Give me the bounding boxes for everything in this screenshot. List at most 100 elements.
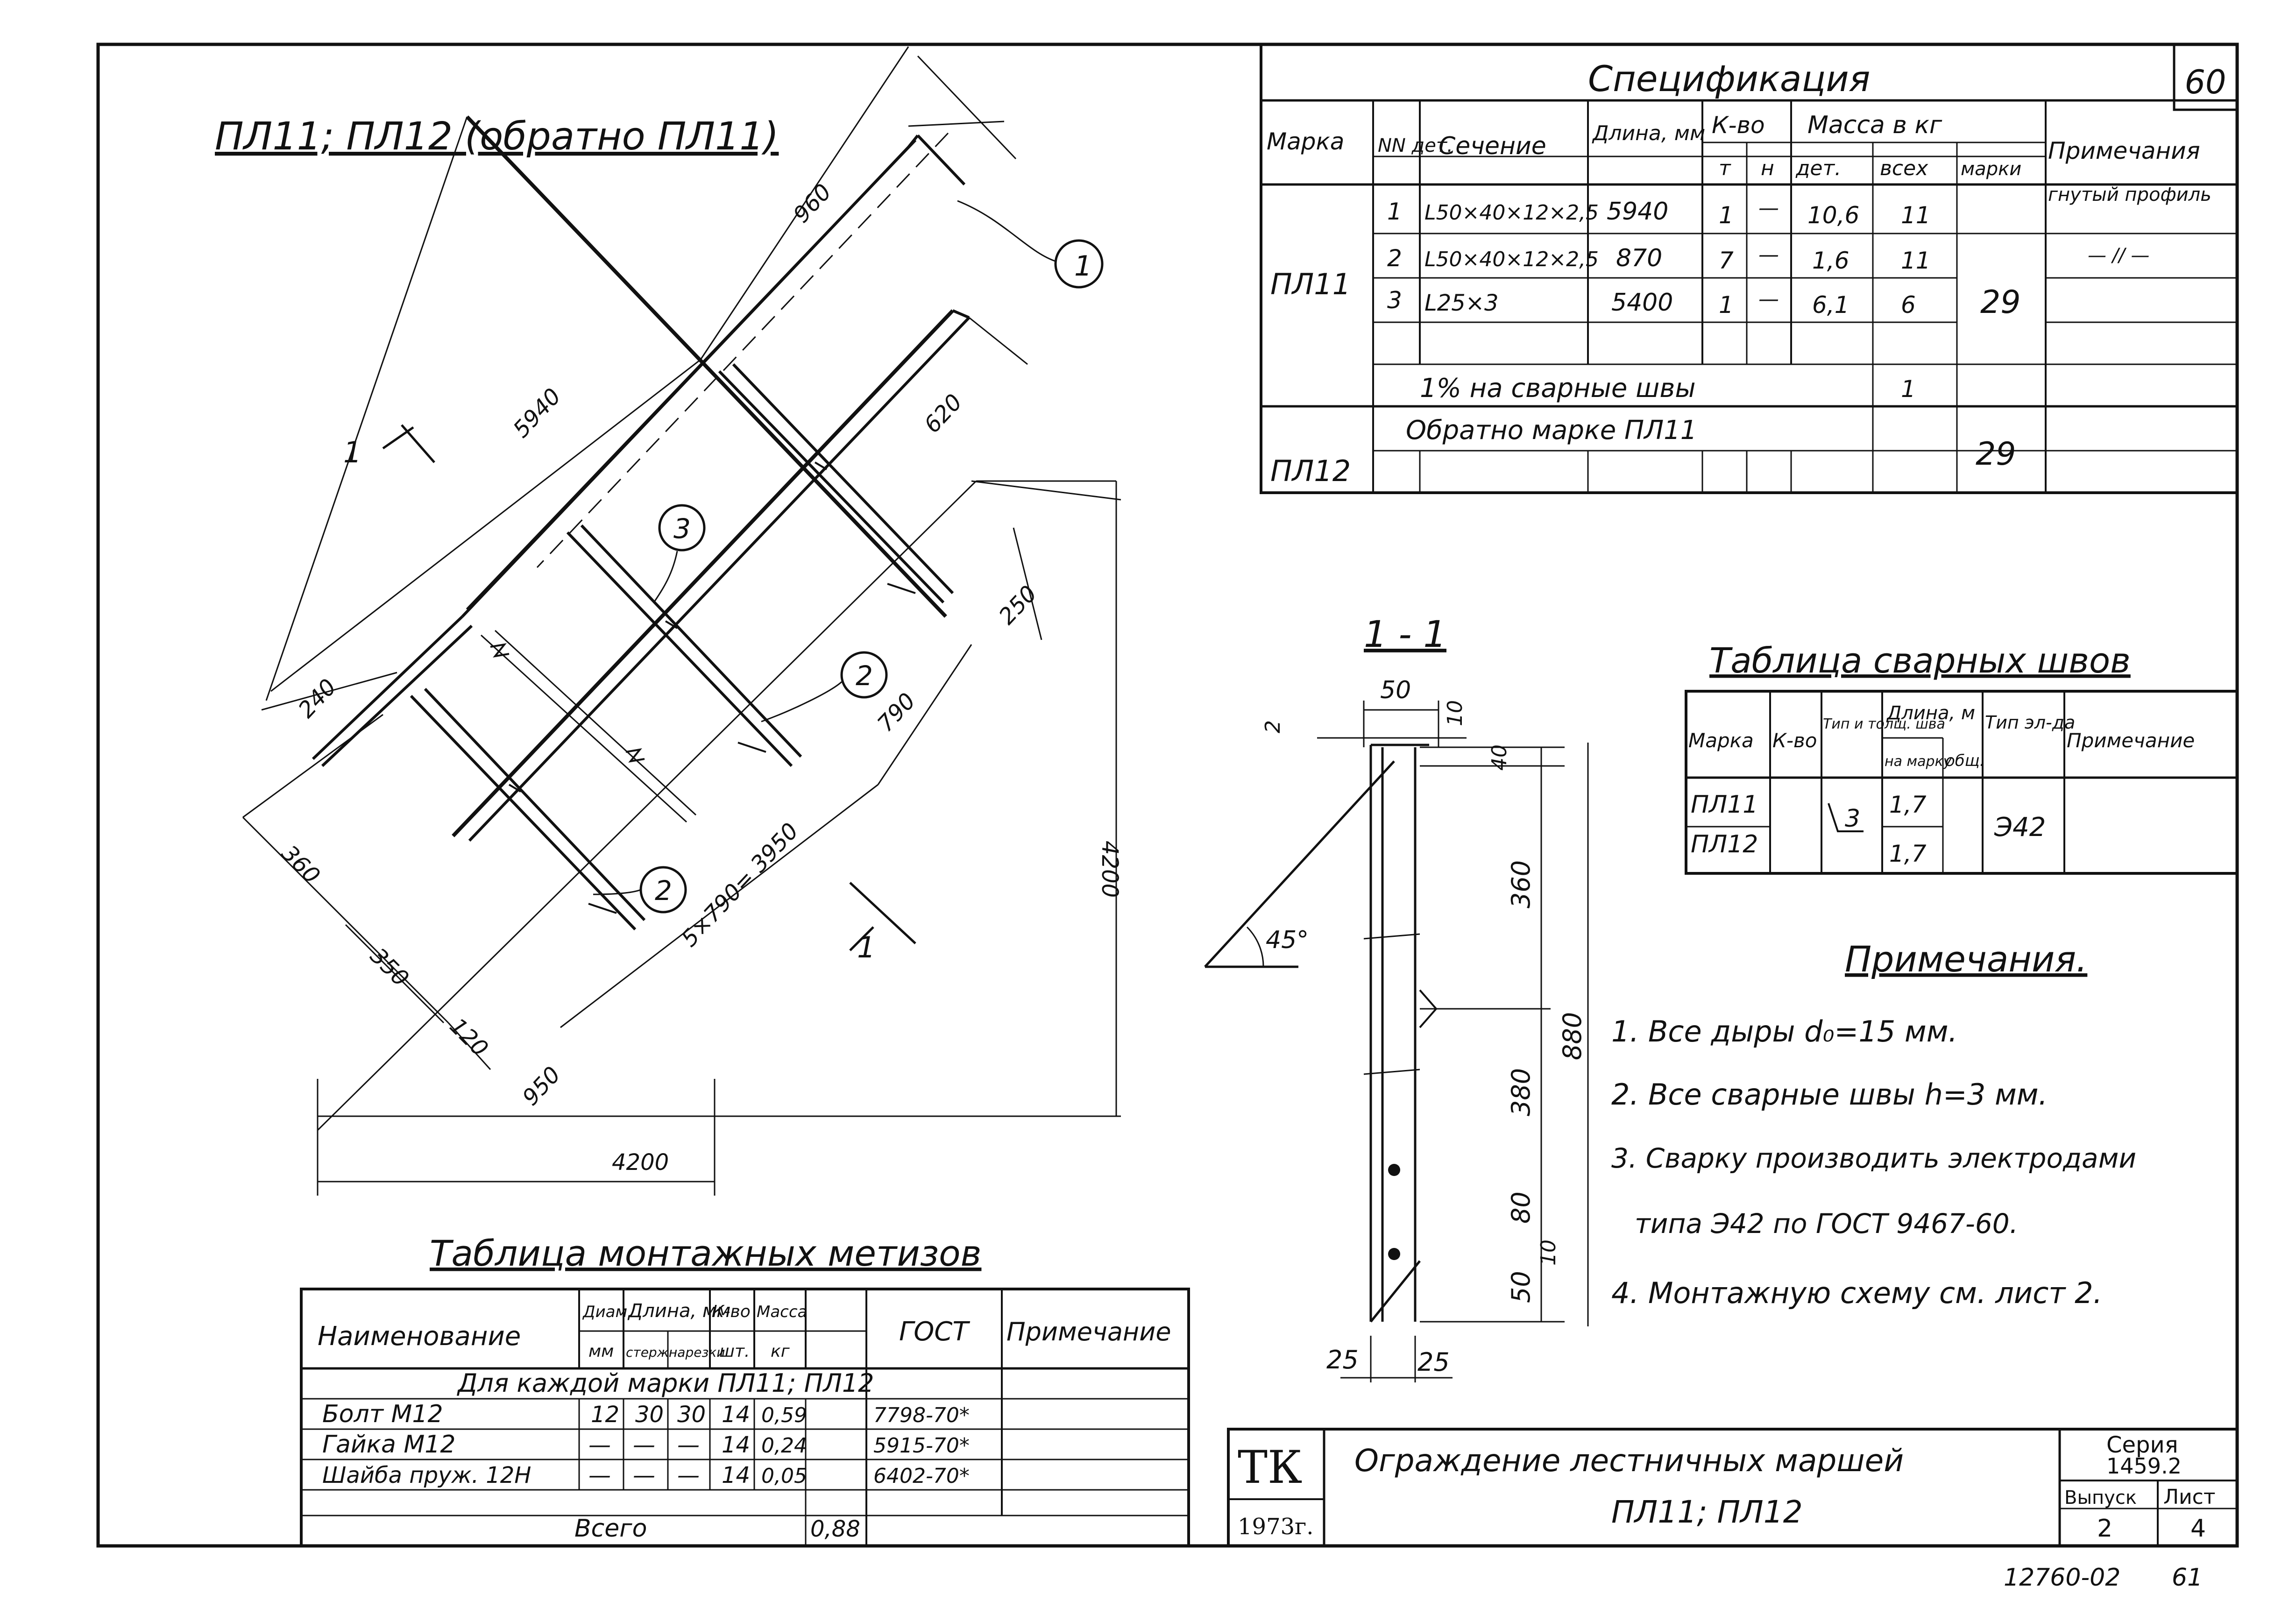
hw-h-name: Наименование xyxy=(318,1321,521,1352)
tb-series: 1459.2 xyxy=(2106,1453,2182,1479)
hw-r1-ln: 30 xyxy=(677,1402,706,1428)
weld-h-tipel: Тип эл-да xyxy=(1985,712,2075,733)
sec-dim-25a: 25 xyxy=(1326,1345,1359,1374)
spec-row3-sec: L25×3 xyxy=(1424,290,1499,316)
callout-2b-label: 2 xyxy=(655,875,672,907)
spec-row2-mall: 11 xyxy=(1901,247,1931,274)
weld-table-title: Таблица сварных швов xyxy=(1709,641,2131,681)
section-view-drawing xyxy=(1204,701,1589,1382)
dim-4200-vertical: 4200 xyxy=(1097,841,1123,898)
hw-r2-g: 5915-70* xyxy=(873,1434,970,1458)
tb-year: 1973г. xyxy=(1238,1514,1314,1540)
hole-2 xyxy=(1388,1248,1400,1260)
weld-h-dlina: Длина, м xyxy=(1886,702,1975,724)
hardware-table-title: Таблица монтажных метизов xyxy=(430,1233,981,1274)
sheet-number: 60 xyxy=(2184,63,2226,101)
note-3b: типа Э42 по ГОСТ 9467-60. xyxy=(1635,1208,2018,1240)
sec-dim-25b: 25 xyxy=(1417,1347,1450,1377)
spec-row3-len: 5400 xyxy=(1611,289,1673,317)
hw-total-label: Всего xyxy=(574,1515,647,1543)
note-2: 2. Все сварные швы h=3 мм. xyxy=(1611,1077,2048,1112)
spec-h-massa: Масса в кг xyxy=(1807,111,1942,139)
weld-h-namarku: на марку xyxy=(1885,753,1952,770)
spec-row1-nn: — xyxy=(1758,196,1779,220)
spec-row3-mall: 6 xyxy=(1901,291,1916,319)
bottom-num: 61 xyxy=(2172,1564,2203,1592)
sec-dim-40: 40 xyxy=(1488,744,1511,771)
spec-h-prim: Примечания xyxy=(2048,137,2200,164)
section-view-title: 1 - 1 xyxy=(1364,614,1446,656)
spec-row1-len: 5940 xyxy=(1607,198,1668,226)
spec-row1-mdet: 10,6 xyxy=(1807,202,1859,229)
spec-pl11-total: 29 xyxy=(1980,284,2021,321)
hw-h-sterzh: стержн. xyxy=(626,1345,681,1360)
callout-1-circle xyxy=(1054,239,1104,289)
dim-120: 120 xyxy=(445,1013,493,1062)
hw-h-dlina: Длина, мм xyxy=(627,1300,730,1322)
hw-total-mass: 0,88 xyxy=(810,1516,860,1542)
dim-360: 360 xyxy=(276,840,325,889)
dim-790: 790 xyxy=(872,688,921,737)
hw-h-diam: Диам. xyxy=(582,1303,632,1321)
hw-r3-ls: — xyxy=(633,1462,655,1488)
section-mark-top: 1 xyxy=(343,435,361,469)
hw-r1-q: 14 xyxy=(722,1402,750,1428)
spec-row2-t: 7 xyxy=(1719,247,1734,274)
section-dimensions: 50 2 10 40 360 880 380 80 10 50 25 25 45… xyxy=(1261,676,1587,1377)
spec-h-sechenie: Сечение xyxy=(1439,132,1546,160)
tb-sheet-label: Лист xyxy=(2163,1485,2216,1509)
spec-h-marki: марки xyxy=(1961,158,2021,180)
hw-h-kg: кг xyxy=(771,1342,790,1361)
dim-250: 250 xyxy=(994,581,1042,630)
spec-row1-n: 1 xyxy=(1387,198,1402,225)
note-4: 4. Монтажную схему см. лист 2. xyxy=(1611,1276,2102,1310)
sec-dim-360: 360 xyxy=(1506,860,1536,908)
dim-350: 350 xyxy=(365,943,414,992)
sec-dim-10: 10 xyxy=(1443,700,1467,726)
title-block xyxy=(1227,1428,2239,1547)
dim-5940: 5940 xyxy=(508,383,566,443)
spec-row3-t: 1 xyxy=(1719,291,1734,319)
sec-dim-10b: 10 xyxy=(1537,1240,1560,1266)
spec-row3-nn: — xyxy=(1758,287,1779,311)
callout-2a-circle xyxy=(840,651,888,699)
spec-h-n: н xyxy=(1761,156,1774,180)
spec-row2-len: 870 xyxy=(1616,244,1662,272)
tb-issue: 2 xyxy=(2097,1515,2112,1543)
tb-series-label: Серия xyxy=(2106,1432,2178,1458)
spec-h-kvo: К-во xyxy=(1712,112,1765,139)
spec-h-marka: Марка xyxy=(1267,128,1344,155)
dim-240: 240 xyxy=(293,674,341,723)
section-mark-bottom: 1 xyxy=(857,930,875,964)
hardware-table xyxy=(300,1288,1190,1547)
sec-dim-880: 880 xyxy=(1558,1012,1587,1060)
spec-weld-mass: 1 xyxy=(1901,375,1916,403)
hw-r3-ln: — xyxy=(677,1462,700,1488)
sec-dim-50b: 50 xyxy=(1506,1271,1536,1303)
weld-length-1: 1,7 xyxy=(1889,791,1927,818)
hw-r1-ls: 30 xyxy=(635,1402,664,1428)
hw-r3-name: Шайба пруж. 12Н xyxy=(322,1462,531,1488)
hw-r1-m: 0,59 xyxy=(761,1403,807,1427)
spec-pl12-text: Обратно марке ПЛ11 xyxy=(1406,415,1697,446)
spec-h-vseh: всех xyxy=(1880,156,1928,180)
spec-row2-sec: L50×40×12×2,5 xyxy=(1424,248,1599,271)
sec-dim-380: 380 xyxy=(1506,1068,1536,1116)
hw-r2-name: Гайка М12 xyxy=(322,1431,455,1459)
spec-row2-nn: — xyxy=(1758,243,1779,267)
callout-2a-label: 2 xyxy=(856,660,873,692)
hw-h-prim: Примечание xyxy=(1006,1317,1171,1346)
hw-h-narezki: нарезки xyxy=(669,1345,725,1360)
spec-row2-prim: — // — xyxy=(2088,245,2149,266)
dim-4200-horizontal: 4200 xyxy=(612,1149,669,1176)
hw-r2-ls: — xyxy=(633,1432,655,1458)
spec-row2-n: 2 xyxy=(1387,245,1402,272)
spec-row1-marka: ПЛ11 xyxy=(1270,267,1351,301)
sec-dim-80: 80 xyxy=(1506,1191,1536,1224)
main-view-title: ПЛ11; ПЛ12 (обратно ПЛ11) xyxy=(215,114,779,159)
tb-sheet: 4 xyxy=(2190,1515,2206,1543)
sec-dim-2: 2 xyxy=(1261,720,1285,733)
sec-angle: 45° xyxy=(1266,926,1309,954)
callout-3-label: 3 xyxy=(673,513,691,545)
